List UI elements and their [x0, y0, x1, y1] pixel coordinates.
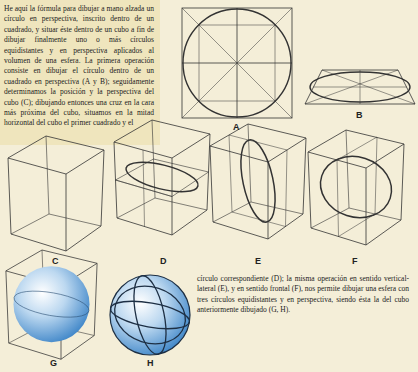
body-text: He aquí la fórmula para dibujar a mano a… [4, 4, 154, 129]
figure-letter: G [50, 358, 57, 368]
figure-letter: A [233, 122, 240, 132]
cube-frontal-circle [308, 130, 404, 245]
figure-letter: C [52, 256, 59, 266]
figure-letter: H [147, 358, 154, 368]
cube-lateral-circle [210, 124, 306, 239]
perspective-square [305, 70, 415, 104]
figure-letter: B [356, 110, 363, 120]
figure-letter: E [255, 256, 261, 266]
sphere-three-circles [107, 273, 193, 357]
figure-letter: F [352, 256, 358, 266]
figure-letter: D [160, 256, 167, 266]
wire-cube [8, 136, 104, 251]
cube-horizontal-circle [114, 120, 210, 235]
cube-with-sphere [6, 250, 97, 359]
circle-in-square [182, 8, 292, 118]
body-text: círculo correspondiente (D); la misma op… [197, 274, 409, 316]
